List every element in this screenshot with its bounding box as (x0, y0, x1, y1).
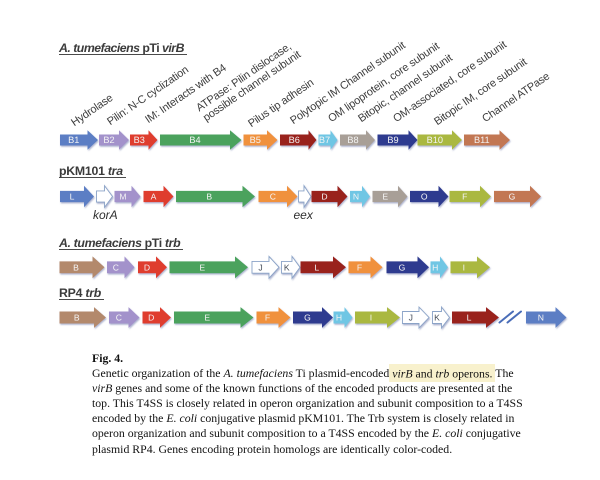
svg-text:B5: B5 (250, 135, 261, 145)
svg-text:J: J (409, 313, 413, 323)
svg-text:B2: B2 (103, 135, 114, 145)
svg-text:N: N (353, 192, 359, 202)
svg-text:E: E (199, 262, 205, 272)
svg-text:J: J (258, 262, 262, 272)
svg-text:L: L (70, 192, 75, 202)
svg-text:E: E (204, 313, 210, 323)
svg-text:M: M (119, 192, 126, 202)
svg-text:B6: B6 (289, 135, 300, 145)
svg-text:G: G (509, 192, 516, 202)
svg-text:G: G (304, 313, 311, 323)
svg-text:D: D (144, 262, 150, 272)
svg-text:L: L (467, 313, 472, 323)
svg-text:B1: B1 (68, 135, 79, 145)
svg-text:B7: B7 (319, 135, 330, 145)
svg-text:H: H (336, 313, 342, 323)
svg-text:D: D (321, 192, 327, 202)
svg-text:F: F (357, 262, 362, 272)
svg-text:F: F (265, 313, 270, 323)
svg-text:F: F (462, 192, 467, 202)
svg-text:H: H (432, 262, 438, 272)
svg-text:C: C (116, 313, 122, 323)
svg-text:K: K (434, 313, 440, 323)
svg-text:K: K (284, 262, 290, 272)
svg-text:O: O (421, 192, 428, 202)
svg-text:B4: B4 (189, 135, 200, 145)
svg-text:I: I (370, 313, 372, 323)
svg-text:I: I (463, 262, 465, 272)
svg-text:A: A (151, 192, 157, 202)
svg-text:G: G (399, 262, 406, 272)
svg-text:B11: B11 (474, 135, 490, 145)
svg-text:B10: B10 (427, 135, 443, 145)
svg-text:L: L (314, 262, 319, 272)
svg-text:B: B (74, 313, 80, 323)
svg-text:N: N (538, 313, 544, 323)
svg-text:B3: B3 (134, 135, 145, 145)
svg-text:D: D (148, 313, 154, 323)
svg-text:C: C (270, 192, 276, 202)
svg-text:B: B (73, 262, 79, 272)
svg-text:B: B (206, 192, 212, 202)
svg-text:B8: B8 (347, 135, 358, 145)
svg-text:B9: B9 (387, 135, 398, 145)
svg-text:E: E (382, 192, 388, 202)
svg-text:C: C (113, 262, 119, 272)
